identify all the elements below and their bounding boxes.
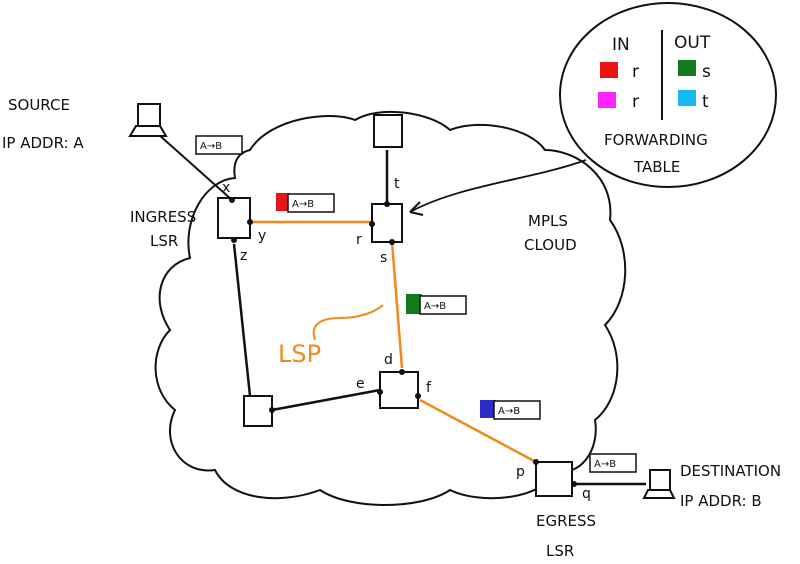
core-router-rst [371,203,403,243]
cloud-label-line2: CLOUD [524,236,577,254]
forwarding-table-pointer [409,159,587,213]
egress-label-line2: LSR [546,542,574,560]
svg-text:A→B: A→B [594,459,616,470]
fwd-in-header: IN [612,35,630,55]
destination-label-line2: IP ADDR: B [680,492,762,510]
packet-destination: A→B [589,453,637,473]
svg-text:A→B: A→B [424,301,446,312]
fwd-row1-in-color [600,62,618,78]
iface-s: s [380,250,387,266]
iface-q: q [582,486,591,502]
fwd-row1-in-iface: r [632,62,639,82]
packet-blue-tag: A→B [480,400,541,420]
iface-r: r [356,232,362,248]
iface-d: d [384,352,393,368]
svg-text:A→B: A→B [200,141,222,152]
fwd-row1-out-iface: s [702,62,711,82]
fwd-caption-line1: FORWARDING [604,131,708,149]
iface-p: p [516,464,525,480]
link-ingress-bottom [232,243,252,397]
packet-red-tag: A→B [276,193,335,213]
fwd-out-header: OUT [674,33,711,53]
core-router-def [379,371,419,409]
fwd-row2-in-iface: r [632,92,639,112]
fwd-row1-out-color [678,60,696,76]
fwd-row2-out-color [678,90,696,106]
link-source-ingress [157,133,233,201]
fwd-row2-out-iface: t [702,92,709,112]
source-label-line2: IP ADDR: A [2,134,84,152]
ingress-lsr-router [217,197,251,239]
lsp-label-pointer [312,304,384,341]
destination-laptop-icon [642,469,676,499]
iface-y: y [258,228,266,244]
egress-label-line1: EGRESS [536,512,596,530]
mpls-cloud-outline [154,110,627,506]
ingress-label-line2: LSR [150,232,178,250]
iface-x: x [222,180,230,196]
source-label-line1: SOURCE [8,96,70,114]
iface-f: f [426,380,432,396]
source-laptop-icon [128,103,168,137]
packet-source: A→B [195,135,243,155]
lsp-path [250,220,537,464]
link-bottom-mid [271,388,381,412]
fwd-row2-in-color [598,92,616,108]
bottom-router [243,395,273,427]
iface-z: z [240,248,247,264]
iface-e: e [356,376,365,392]
forwarding-table-bubble [559,2,777,188]
destination-label-line1: DESTINATION [680,462,781,480]
ingress-label-line1: INGRESS [130,208,196,226]
packet-green-tag: A→B [406,294,467,315]
arrowhead [409,201,424,216]
router-t-host-icon [373,114,403,148]
lsp-label: LSP [278,340,321,368]
egress-lsr-router [535,461,573,497]
iface-t: t [394,176,400,192]
svg-text:A→B: A→B [498,406,520,417]
fwd-caption-line2: TABLE [633,158,680,176]
interface-dots [229,197,577,487]
svg-text:A→B: A→B [292,199,314,210]
cloud-label-line1: MPLS [528,212,568,230]
